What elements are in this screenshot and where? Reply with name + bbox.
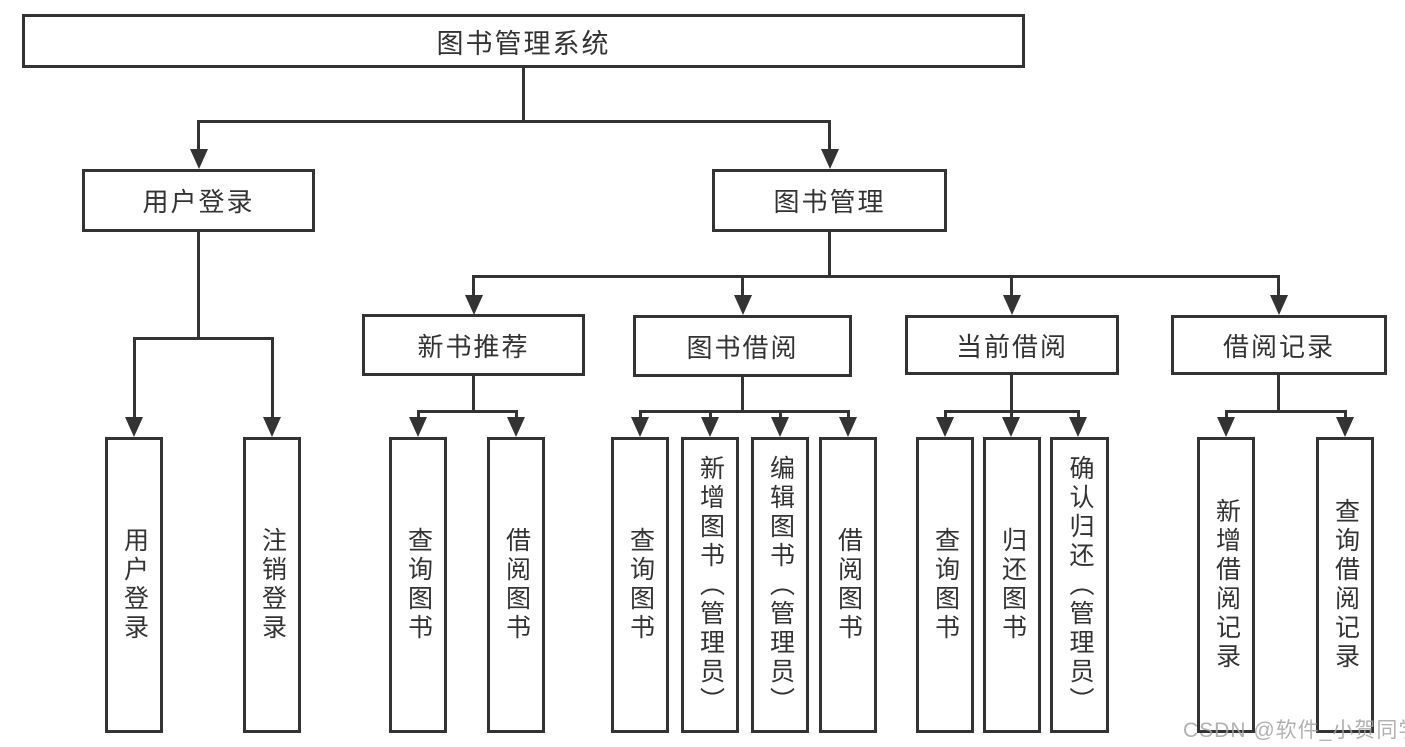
arrow-down-icon: [631, 417, 649, 437]
leaf-user-login: 用户登录: [105, 437, 163, 733]
connector-line: [847, 410, 850, 419]
leaf-add-books-admin: 新增图书（管理员）: [681, 437, 739, 733]
connector-line: [639, 410, 642, 419]
arrow-down-icon: [1336, 417, 1354, 437]
arrow-down-icon: [701, 417, 719, 437]
connector-line: [1277, 275, 1280, 297]
leaf-borrow-books-recommend: 借阅图书: [487, 437, 545, 733]
leaf-query-books-recommend: 查询图书: [389, 437, 447, 733]
connector-line: [133, 337, 274, 340]
leaf-return-books: 归还图书: [983, 437, 1041, 733]
connector-line: [515, 410, 518, 419]
csdn-watermark: CSDN @软件_小贺同学: [1183, 719, 1405, 742]
connector-line: [741, 275, 744, 297]
connector-line: [472, 275, 475, 297]
node-borrow-records: 借阅记录: [1171, 315, 1387, 375]
arrow-down-icon: [1002, 417, 1020, 437]
connector-line: [133, 337, 136, 419]
arrow-down-icon: [771, 417, 789, 437]
arrow-down-icon: [1270, 295, 1288, 315]
connector-line: [197, 232, 200, 337]
connector-line: [1225, 410, 1228, 419]
connector-line: [1344, 410, 1347, 419]
connector-line: [472, 275, 1280, 278]
connector-line: [271, 337, 274, 419]
connector-line: [197, 120, 831, 123]
node-user-login: 用户登录: [82, 169, 315, 232]
arrow-down-icon: [465, 295, 483, 315]
arrow-down-icon: [409, 417, 427, 437]
leaf-query-books-borrowing: 查询图书: [611, 437, 669, 733]
leaf-edit-books-admin: 编辑图书（管理员）: [751, 437, 809, 733]
arrow-down-icon: [190, 149, 208, 169]
leaf-confirm-return-admin: 确认归还（管理员）: [1050, 437, 1109, 733]
node-library-management-system: 图书管理系统: [22, 14, 1025, 68]
connector-line: [522, 68, 525, 122]
leaf-query-borrow-record: 查询借阅记录: [1316, 437, 1374, 733]
connector-line: [828, 120, 831, 151]
arrow-down-icon: [821, 149, 839, 169]
leaf-query-books-current: 查询图书: [916, 437, 974, 733]
connector-line: [639, 410, 849, 413]
arrow-down-icon: [1217, 417, 1235, 437]
leaf-logout: 注销登录: [243, 437, 301, 733]
connector-line: [828, 232, 831, 275]
arrow-down-icon: [936, 417, 954, 437]
arrow-down-icon: [734, 295, 752, 315]
node-new-book-recommend: 新书推荐: [362, 314, 585, 376]
connector-line: [1010, 275, 1013, 297]
connector-line: [1010, 410, 1013, 419]
leaf-add-borrow-record: 新增借阅记录: [1197, 437, 1255, 733]
arrow-down-icon: [1003, 295, 1021, 315]
connector-line: [944, 410, 947, 419]
node-book-borrowing: 图书借阅: [633, 315, 852, 377]
connector-line: [1010, 375, 1013, 410]
connector-line: [472, 376, 475, 410]
connector-line: [741, 377, 744, 410]
connector-line: [1077, 410, 1080, 419]
connector-line: [1225, 410, 1347, 413]
connector-line: [779, 410, 782, 419]
node-current-borrowing: 当前借阅: [905, 315, 1119, 375]
leaf-borrow-books: 借阅图书: [819, 437, 877, 733]
arrow-down-icon: [263, 417, 281, 437]
arrow-down-icon: [507, 417, 525, 437]
connector-line: [197, 120, 200, 151]
connector-line: [709, 410, 712, 419]
connector-line: [1277, 375, 1280, 410]
arrow-down-icon: [125, 417, 143, 437]
arrow-down-icon: [839, 417, 857, 437]
connector-line: [417, 410, 518, 413]
connector-line: [417, 410, 420, 419]
node-book-management: 图书管理: [712, 169, 947, 232]
arrow-down-icon: [1069, 417, 1087, 437]
